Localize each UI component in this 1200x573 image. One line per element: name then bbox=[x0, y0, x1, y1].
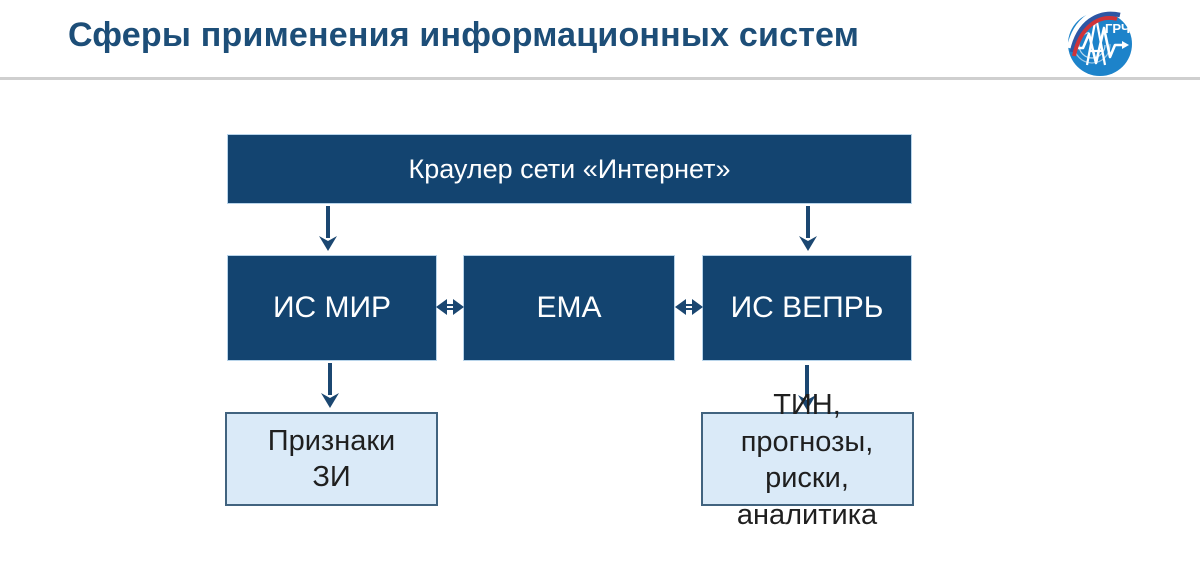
tin-line2: прогнозы, bbox=[740, 425, 874, 458]
node-internet-crawler-label: Краулер сети «Интернет» bbox=[408, 153, 731, 184]
node-ema: ЕМА bbox=[463, 255, 675, 361]
arrow-down-to-tin-outputs bbox=[798, 365, 816, 410]
node-is-vepr-label: ИС ВЕПРЬ bbox=[730, 291, 884, 324]
tin-line1: ТИН, bbox=[773, 389, 841, 421]
flag-stripe-blue bbox=[1069, 11, 1121, 53]
node-tin-outputs-box bbox=[701, 412, 914, 506]
node-is-vepr: ИС ВЕПРЬ bbox=[702, 255, 912, 361]
node-priznaki-zi: Признаки ЗИ bbox=[225, 412, 438, 506]
header-divider bbox=[0, 77, 1200, 80]
logo-text: ГРЧЦ bbox=[1105, 21, 1138, 36]
signal-waveform-icon bbox=[1073, 26, 1126, 65]
grchc-logo: ГРЧЦ bbox=[1066, 7, 1138, 76]
waveform-arrowhead bbox=[1122, 41, 1129, 49]
double-arrow-ema-vepr bbox=[675, 299, 703, 315]
flag-stripe-white bbox=[1066, 7, 1120, 49]
node-internet-crawler: Краулер сети «Интернет» bbox=[227, 134, 912, 204]
node-ema-label: ЕМА bbox=[536, 291, 602, 324]
node-is-mir: ИС МИР bbox=[227, 255, 437, 361]
node-priznaki-zi-line1: Признаки bbox=[267, 425, 396, 457]
node-is-mir-label: ИС МИР bbox=[272, 291, 392, 324]
page-title: Сферы применения информационных систем bbox=[68, 16, 860, 54]
node-priznaki-zi-line2: ЗИ bbox=[312, 461, 351, 493]
node-tin-outputs-text: ТИН, прогнозы, риски, аналитика bbox=[657, 387, 957, 533]
flag-stripe-red bbox=[1072, 16, 1118, 57]
double-arrow-mir-ema bbox=[436, 299, 464, 315]
arrow-down-to-is-vepr bbox=[799, 206, 817, 251]
arrow-down-to-is-mir bbox=[319, 206, 337, 251]
tin-line3: риски, bbox=[765, 462, 849, 494]
arrow-down-to-priznaki-zi bbox=[321, 363, 339, 408]
tin-line4: аналитика bbox=[736, 498, 878, 531]
